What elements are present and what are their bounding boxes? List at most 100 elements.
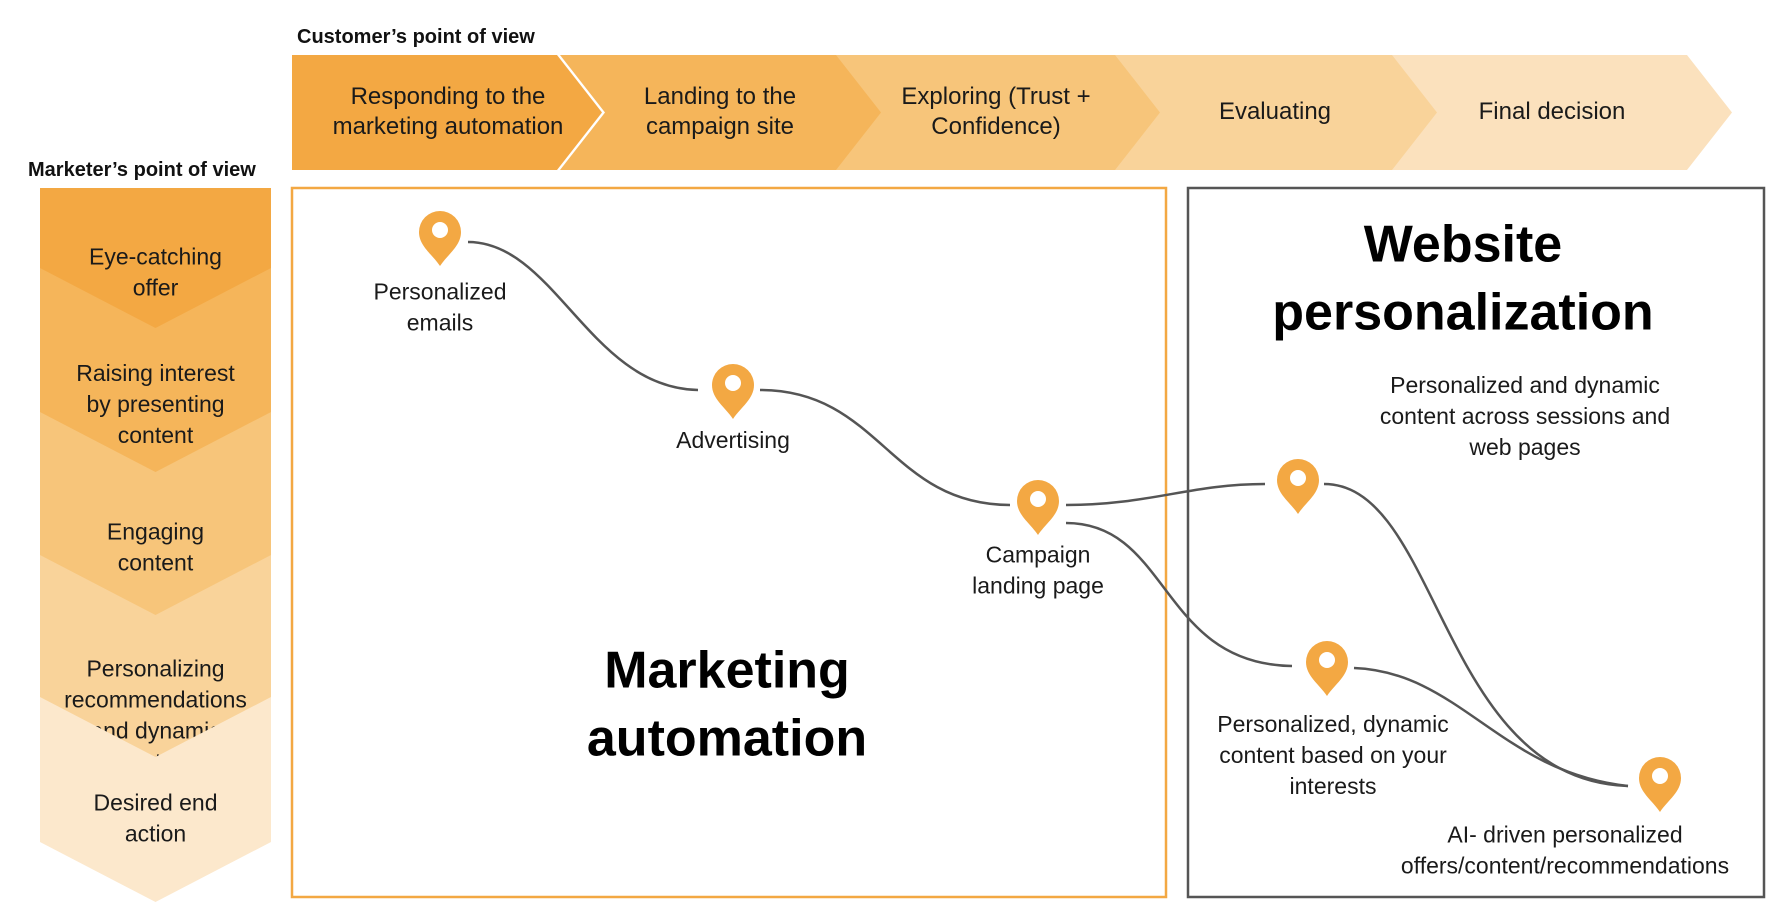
customer-stage-label: Landing to the campaign site — [644, 83, 796, 140]
pin-hole — [1290, 470, 1306, 486]
marketer-stage-label-line: recommendations — [64, 687, 247, 713]
pin-body — [1639, 757, 1681, 812]
customer-stage-label-line: campaign site — [646, 113, 794, 140]
pin-hole — [1030, 491, 1046, 507]
pin-hole — [1652, 768, 1668, 784]
chevron-arrow-shape — [1392, 55, 1732, 170]
pin-interest-content-label-line: Personalized, dynamic — [1217, 711, 1448, 737]
pin-interest-content-label-line: interests — [1290, 773, 1377, 799]
marketer-stage-label-line: content — [118, 550, 194, 576]
marketer-stage-3: Engaging content — [40, 412, 271, 635]
pin-campaign-landing-label-line: Campaign — [986, 542, 1091, 568]
marketer-stage-label-line: action — [125, 821, 186, 847]
customer-stage-4: Evaluating — [1115, 55, 1455, 170]
customer-stage-label-line: marketing automation — [333, 113, 564, 140]
marketer-stage-label-line: Eye-catching — [89, 244, 222, 270]
curve-landing-to-sessions — [1065, 482, 1266, 507]
customer-stage-2: Landing to the campaign site — [560, 55, 900, 170]
pin-sessions-content-label: Personalized and dynamic content across s… — [1380, 372, 1670, 460]
marketer-stage-label: Raising interest by presenting content — [76, 360, 235, 448]
pin-sessions-content-label-line: content across sessions and — [1380, 403, 1670, 429]
marketer-stage-label: Engaging content — [107, 519, 204, 576]
customer-stage-label: Responding to the marketing automation — [333, 83, 564, 140]
pin-personalized-emails-label-line: emails — [407, 310, 473, 336]
chevron-arrow-shape — [836, 55, 1176, 170]
pin-interest-content-icon — [1306, 641, 1348, 696]
pin-hole — [1319, 652, 1335, 668]
pin-sessions-content-label-line: web pages — [1468, 434, 1580, 460]
marketer-stage-label-line: Raising interest — [76, 360, 235, 386]
website-personalization-title-line: personalization — [1272, 284, 1653, 342]
pin-personalized-emails-icon — [419, 211, 461, 266]
pin-personalized-emails-label-line: Personalized — [374, 279, 507, 305]
curve-interests-to-ai — [1353, 666, 1629, 788]
customer-stages: Responding to the marketing automation Lan… — [292, 55, 1732, 170]
pin-advertising-label: Advertising — [676, 427, 790, 453]
marketing-automation-title-line: automation — [587, 710, 867, 768]
customer-stage-label-line: Responding to the — [351, 83, 546, 110]
pin-body — [419, 211, 461, 266]
customer-stage-5: Final decision — [1392, 55, 1732, 170]
customer-stage-1: Responding to the marketing automation — [292, 55, 602, 170]
pin-campaign-landing-icon — [1017, 480, 1059, 535]
marketer-stage-label-line: Personalizing — [86, 656, 224, 682]
marketer-stage-2: Raising interest by presenting content — [40, 268, 271, 492]
customer-stage-label-line: Final decision — [1479, 98, 1626, 125]
marketer-stage-label-line: content — [118, 422, 194, 448]
pin-advertising-label-line: Advertising — [676, 427, 790, 453]
website-personalization-title: Website personalization — [1272, 216, 1653, 342]
journey-curves — [467, 240, 1629, 788]
marketer-stage-label-line: offer — [133, 275, 179, 301]
customer-stage-label: Exploring (Trust + Confidence) — [901, 83, 1090, 140]
marketer-stage-label-line: Engaging — [107, 519, 204, 545]
customer-stage-3: Exploring (Trust + Confidence) — [836, 55, 1176, 170]
chevron-arrow-shape — [1115, 55, 1455, 170]
chevron-arrow-shape — [40, 268, 271, 492]
pin-hole — [725, 375, 741, 391]
chevron-arrow-shape — [560, 55, 900, 170]
customer-stage-label: Final decision — [1479, 98, 1626, 125]
customer-stage-label: Evaluating — [1219, 98, 1331, 125]
pin-campaign-landing-label-line: landing page — [972, 573, 1104, 599]
website-personalization-frame — [1186, 186, 1766, 899]
chevron-arrow-shape — [40, 697, 271, 902]
pin-body — [712, 364, 754, 419]
curve-advertising-to-landing — [759, 388, 1011, 507]
marketer-view-header: Marketer’s point of view — [28, 159, 256, 181]
customer-view-header: Customer’s point of view — [297, 26, 535, 48]
customer-stage-label-line: Exploring (Trust + — [901, 83, 1090, 110]
curve-landing-to-interests — [1065, 521, 1293, 668]
curve-sessions-to-ai — [1323, 482, 1629, 788]
pin-ai-recommendations-icon — [1639, 757, 1681, 812]
website-personalization-title-line: Website — [1364, 216, 1562, 274]
pin-sessions-content-label-line: Personalized and dynamic — [1390, 372, 1660, 398]
pin-body — [1277, 459, 1319, 514]
chevron-arrow-shape — [40, 412, 271, 635]
pin-ai-recommendations-label-line: AI- driven personalized — [1447, 822, 1682, 848]
pin-advertising-icon — [712, 364, 754, 419]
customer-stage-label-line: Evaluating — [1219, 98, 1331, 125]
marketer-stage-label-line: by presenting — [86, 391, 224, 417]
pin-body — [1306, 641, 1348, 696]
marketer-stage-label: Eye-catching offer — [89, 244, 222, 301]
pin-interest-content-label: Personalized, dynamic content based on yo… — [1217, 711, 1448, 799]
pin-interest-content-label-line: content based on your — [1219, 742, 1447, 768]
customer-stage-label-line: Confidence) — [931, 113, 1060, 140]
pin-ai-recommendations-label-line: offers/content/recommendations — [1401, 853, 1729, 879]
marketing-automation-frame — [290, 186, 1168, 899]
chevron-arrow-shape — [292, 55, 602, 170]
pin-body — [1017, 480, 1059, 535]
curve-emails-to-advertising — [467, 240, 699, 392]
customer-stage-label-line: Landing to the — [644, 83, 796, 110]
pin-sessions-content-icon — [1277, 459, 1319, 514]
chevron-arrow-shape — [40, 555, 271, 780]
pin-ai-recommendations-label: AI- driven personalized offers/content/re… — [1401, 822, 1729, 879]
